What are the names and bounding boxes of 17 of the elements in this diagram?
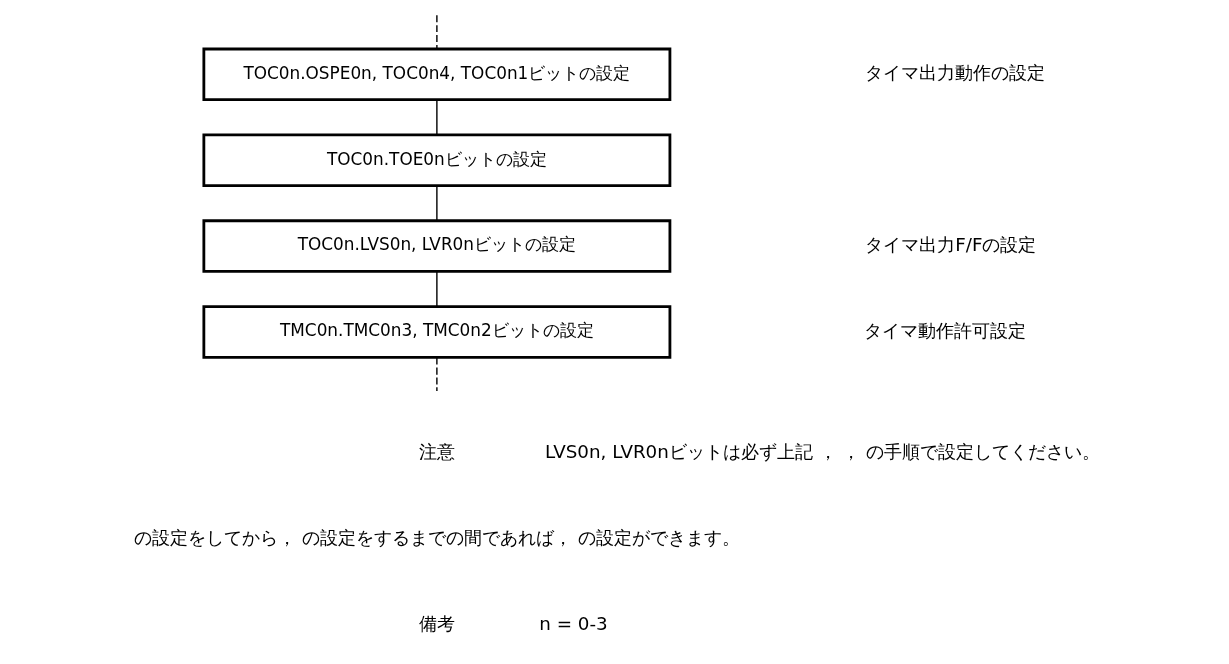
connector: [435, 270, 438, 308]
node-box: TOC0n.OSPE0n, TOC0n4, TOC0n1ビットの設定: [201, 47, 671, 102]
node-box: TOC0n.TOE0nビットの設定: [201, 133, 671, 187]
connector: [435, 356, 438, 392]
connector: [435, 99, 438, 136]
connector: [435, 14, 438, 50]
label: n = 0-3: [538, 612, 608, 634]
label: の設定をしてから， の設定をするまでの間であれば， の設定ができます。: [133, 526, 740, 548]
connector: [435, 184, 438, 222]
label: 備考: [418, 613, 455, 634]
node-box: TMC0n.TMC0n3, TMC0n2ビットの設定: [201, 305, 671, 359]
label: 注意: [418, 441, 455, 462]
label: タイマ動作許可設定: [863, 319, 1026, 341]
label: タイマ出力F/Fの設定: [864, 233, 1036, 255]
label: タイマ出力動作の設定: [864, 62, 1045, 84]
label: LVS0n, LVR0nビットは必ず上記 ， ， の手順で設定してください。: [544, 440, 1100, 462]
node-box: TOC0n.LVS0n, LVR0nビットの設定: [201, 219, 671, 273]
